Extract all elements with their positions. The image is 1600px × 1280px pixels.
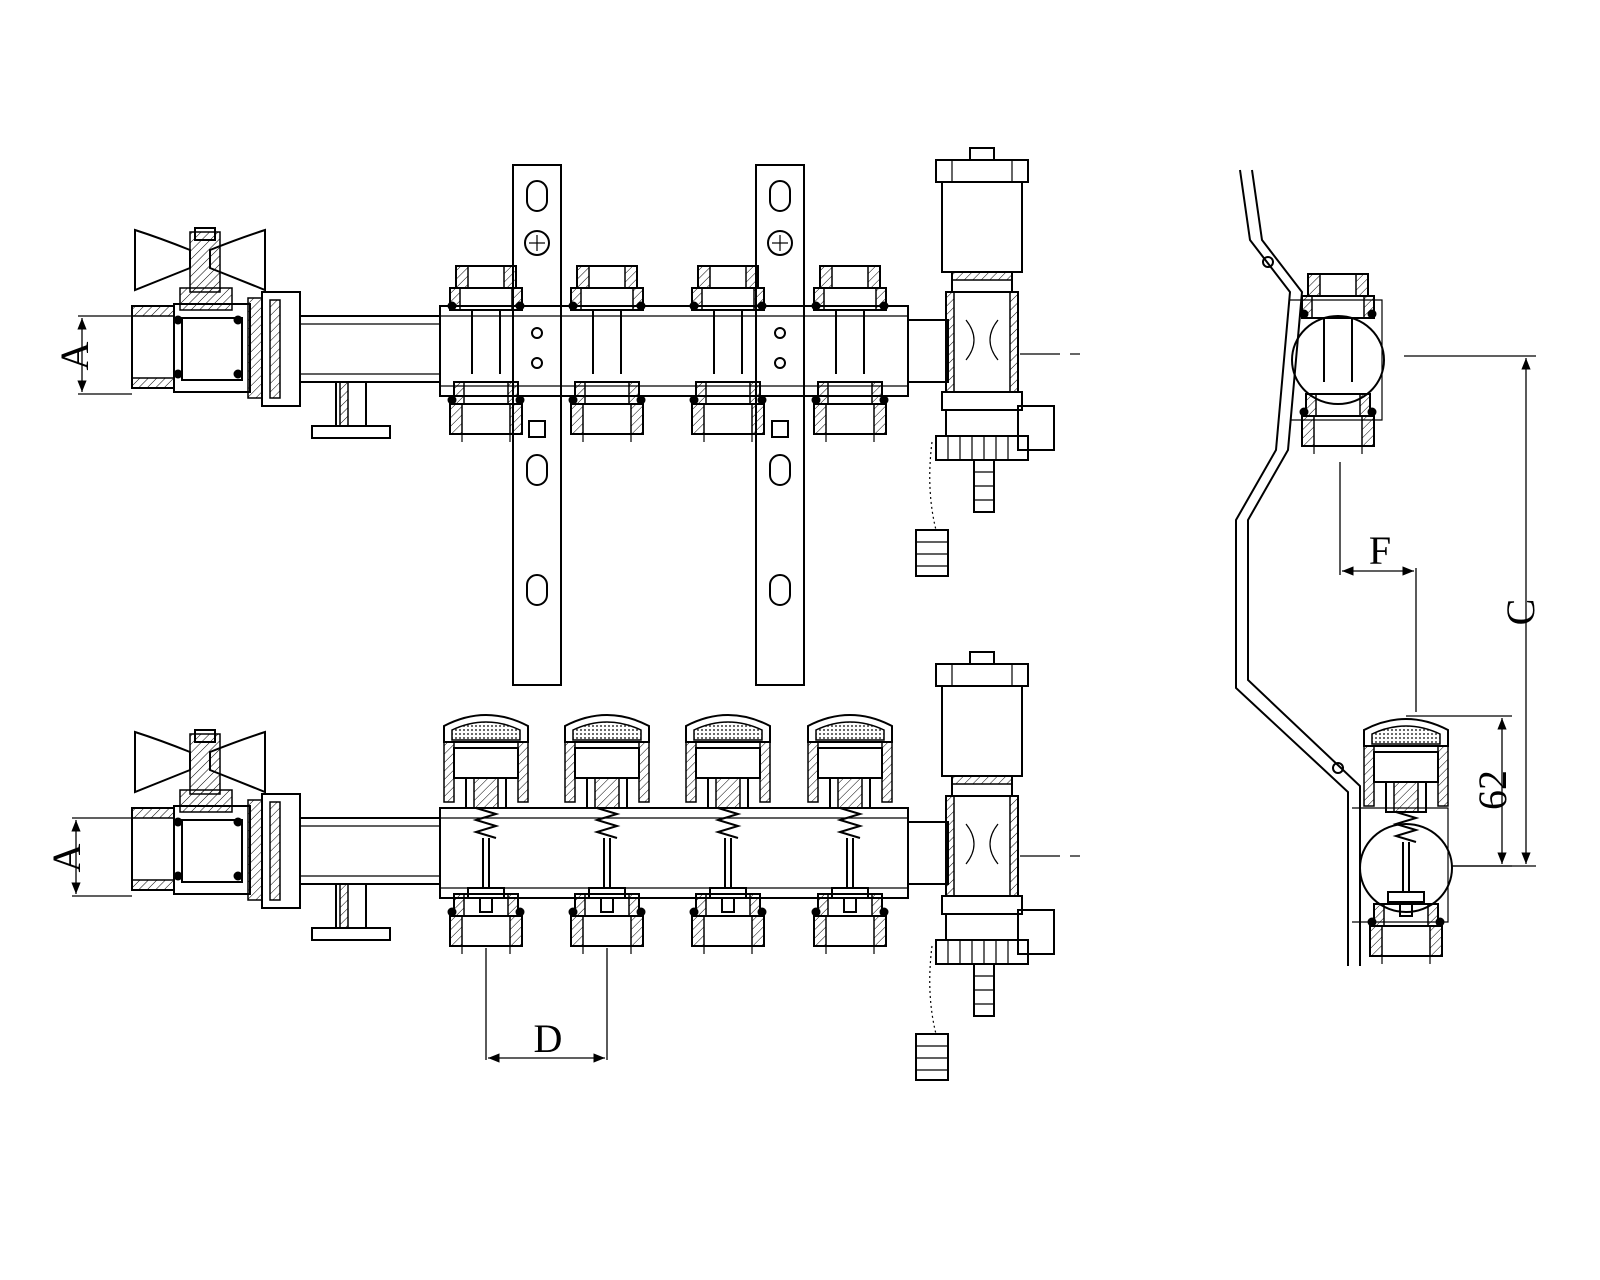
dimension-d: D — [485, 948, 608, 1063]
dimension-a-top: A — [52, 315, 132, 395]
upper-manifold — [131, 147, 1080, 686]
dimension-f: F — [1339, 462, 1417, 712]
dimension-label-f: F — [1369, 528, 1391, 573]
dimension-label-c: C — [1498, 599, 1543, 626]
dimension-label-d: D — [534, 1016, 563, 1061]
dimension-62: 62 — [1406, 715, 1515, 867]
dimension-a-bottom: A — [44, 817, 132, 897]
dimension-label-a-bottom: A — [44, 843, 89, 872]
lower-manifold — [131, 651, 1080, 1081]
dimension-label-a-top: A — [52, 341, 97, 370]
dimension-c: C — [1404, 355, 1543, 867]
side-view — [1235, 169, 1453, 966]
dimension-label-62: 62 — [1470, 770, 1515, 810]
